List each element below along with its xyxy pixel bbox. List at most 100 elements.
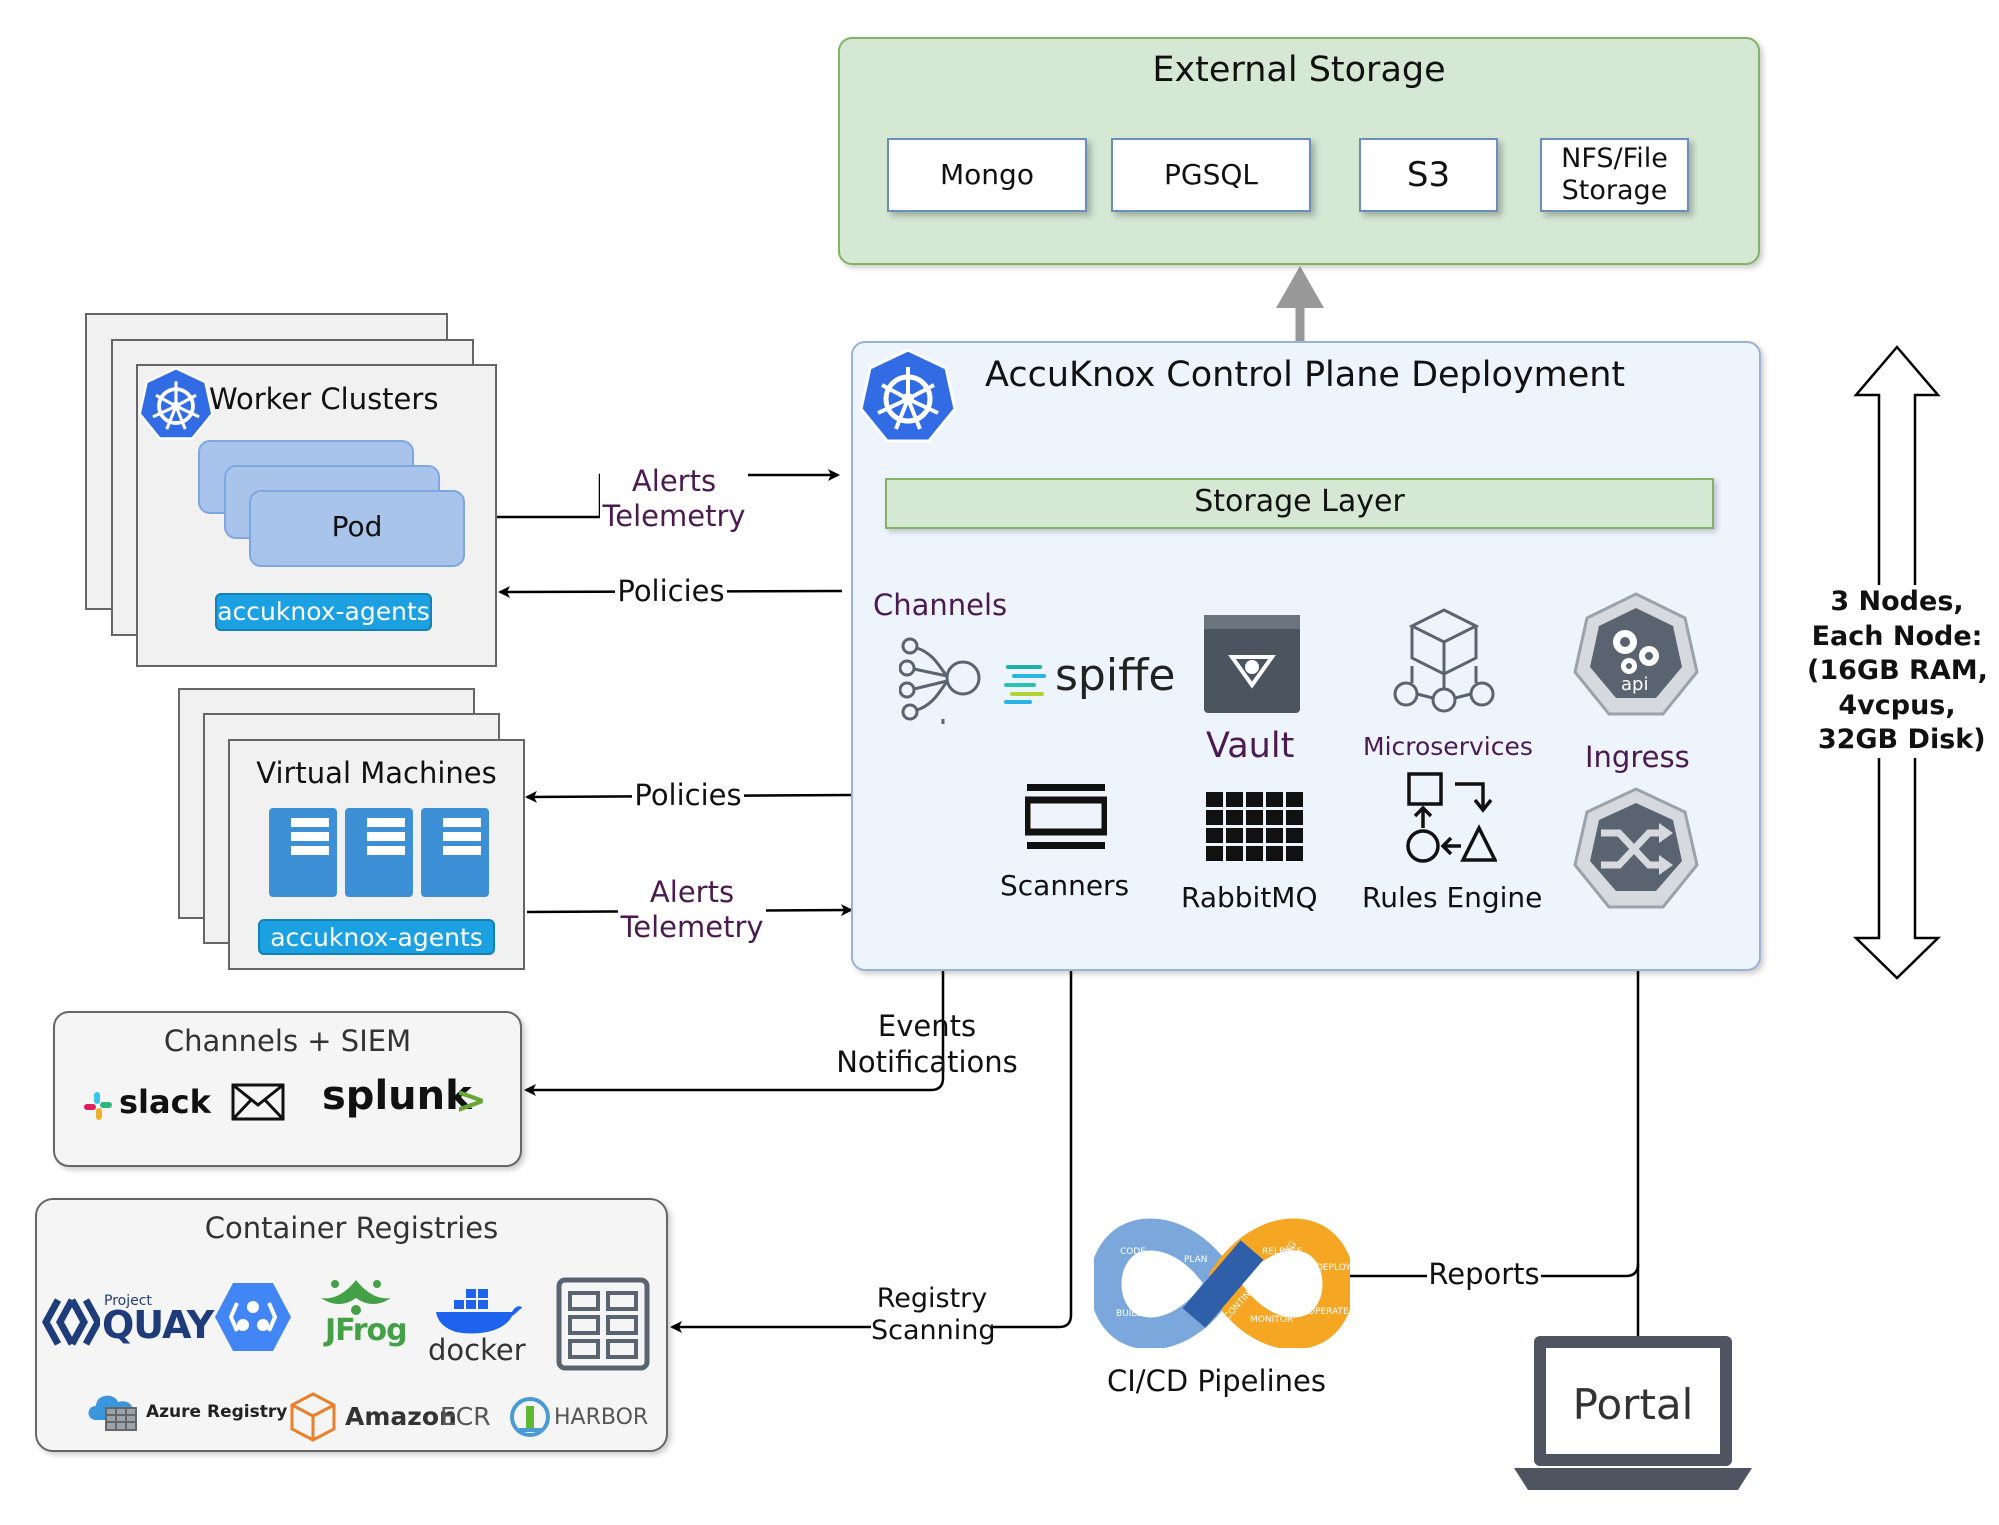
rabbitmq-cell: [1206, 828, 1223, 843]
registry-grid-icon: [556, 1277, 650, 1371]
rabbitmq-cell: [1226, 792, 1243, 807]
rules-engine-icon: [1406, 772, 1497, 863]
vm-server-slot: [367, 846, 405, 855]
cicd-stage-plan: PLAN: [1184, 1255, 1208, 1265]
ingress-label: Ingress: [1585, 740, 1690, 774]
harbor-icon: [510, 1397, 550, 1437]
rabbitmq-cell: [1266, 846, 1283, 861]
rules-engine-label: Rules Engine: [1362, 881, 1543, 914]
rabbitmq-cell: [1286, 810, 1303, 825]
cicd-stage-code: CODE: [1120, 1247, 1146, 1257]
cicd-stage-operate: OPERATE: [1308, 1307, 1349, 1317]
worker-kubernetes-icon: [138, 367, 214, 440]
amazon-ecr-icon: [290, 1392, 336, 1442]
rabbitmq-cell: [1246, 792, 1263, 807]
channels-siem-title: Channels + SIEM: [163, 1024, 412, 1058]
external-storage-title: External Storage: [1152, 50, 1446, 90]
spiffe-icon: [1004, 665, 1046, 704]
events-notifications-arrow: [524, 726, 945, 1096]
storage-mongo: Mongo: [887, 138, 1087, 212]
rabbitmq-cell: [1286, 846, 1303, 861]
container-registries-panel: [35, 1198, 668, 1452]
events-notifications-label: Events Notifications: [836, 1009, 1018, 1080]
alerts-telemetry-label-1: Alerts Telemetry: [600, 464, 748, 534]
rabbitmq-cell: [1286, 828, 1303, 843]
cicd-stage-release: RELEASE: [1262, 1247, 1303, 1257]
worker-agents-badge: accuknox-agents: [215, 593, 432, 631]
azure-registry-label: Azure Registry: [146, 1402, 288, 1422]
vm-server-slot: [443, 846, 481, 855]
vault-label: Vault: [1206, 726, 1295, 766]
jfrog-label: JFrog: [325, 1313, 408, 1348]
ingress-icon: [1573, 787, 1699, 909]
vm-servers-icon: [269, 808, 489, 897]
vm-server-slot: [291, 818, 329, 827]
channels-siem-panel: [53, 1011, 522, 1167]
rabbitmq-label: RabbitMQ: [1181, 881, 1318, 914]
scanners-icon: [1025, 784, 1107, 849]
storage-uplink-arrowhead: [1276, 266, 1324, 308]
google-registry-icon: [215, 1283, 291, 1351]
virtual-machines-title: Virtual Machines: [256, 756, 497, 790]
container-registries-title: Container Registries: [204, 1211, 499, 1245]
docker-label: docker: [428, 1333, 526, 1367]
storage-s3: S3: [1359, 138, 1498, 212]
slack-label: slack: [119, 1083, 211, 1121]
reports-label: Reports: [1427, 1257, 1541, 1292]
kubernetes-icon: [859, 348, 957, 443]
quay-icon: [42, 1298, 100, 1346]
rabbitmq-cell: [1286, 792, 1303, 807]
worker-clusters-title: Worker Clusters: [209, 382, 439, 416]
pod-front: [249, 490, 465, 567]
rabbitmq-cell: [1266, 828, 1283, 843]
vm-server-slot: [291, 832, 329, 841]
microservices-label: Microservices: [1363, 732, 1533, 761]
vm-server-slot: [367, 832, 405, 841]
ecr-label: ECR: [440, 1402, 491, 1431]
vm-server-slot: [367, 818, 405, 827]
amazon-label: Amazon: [345, 1402, 457, 1431]
jfrog-icon: [321, 1280, 391, 1315]
rabbitmq-cell: [1226, 828, 1243, 843]
pod-label: Pod: [331, 510, 383, 543]
rabbitmq-cell: [1226, 846, 1243, 861]
microservices-icon: [1393, 608, 1495, 713]
scanners-label: Scanners: [1000, 869, 1130, 902]
splunk-mark: >: [455, 1078, 487, 1122]
vm-server-slot: [291, 846, 329, 855]
registry-scanning-arrow: [670, 888, 1073, 1333]
vm-server-slot: [443, 818, 481, 827]
quay-label: QUAY: [102, 1303, 214, 1347]
email-icon: [231, 1083, 285, 1121]
cicd-stage-build: BUILD: [1116, 1309, 1143, 1319]
api-icon: [1573, 592, 1699, 716]
rabbitmq-cell: [1246, 846, 1263, 861]
cicd-stage-monitor: MONITOR: [1250, 1315, 1293, 1325]
vault-icon: [1204, 615, 1300, 713]
registry-scanning-label: Registry Scanning: [871, 1283, 996, 1348]
api-label: api: [1621, 674, 1649, 695]
portal-laptop-icon: [1514, 1336, 1752, 1490]
rabbitmq-cell: [1206, 846, 1223, 861]
storage-layer-bar: [885, 478, 1714, 529]
rabbitmq-icon: [1206, 792, 1303, 861]
control-plane-title: AccuKnox Control Plane Deployment: [985, 355, 1626, 395]
vm-server-slot: [443, 832, 481, 841]
channels-label: Channels: [873, 588, 1008, 622]
policies-label-1: Policies: [615, 574, 727, 609]
quay-project-label: Project: [104, 1293, 152, 1309]
cicd-label: CI/CD Pipelines: [1107, 1364, 1326, 1398]
spiffe-label: spiffe: [1055, 650, 1176, 701]
rabbitmq-cell: [1206, 810, 1223, 825]
rabbitmq-cell: [1226, 810, 1243, 825]
rabbitmq-cell: [1246, 810, 1263, 825]
vm-agents-badge: accuknox-agents: [258, 919, 495, 955]
storage-pgsql: PGSQL: [1111, 138, 1311, 212]
storage-nfs: NFS/File Storage: [1540, 138, 1689, 212]
policies-label-2: Policies: [632, 778, 744, 813]
docker-icon: [436, 1289, 522, 1334]
rabbitmq-cell: [1206, 792, 1223, 807]
cicd-stage-deploy: DEPLOY: [1316, 1263, 1350, 1273]
rabbitmq-cell: [1246, 828, 1263, 843]
rabbitmq-cell: [1266, 792, 1283, 807]
